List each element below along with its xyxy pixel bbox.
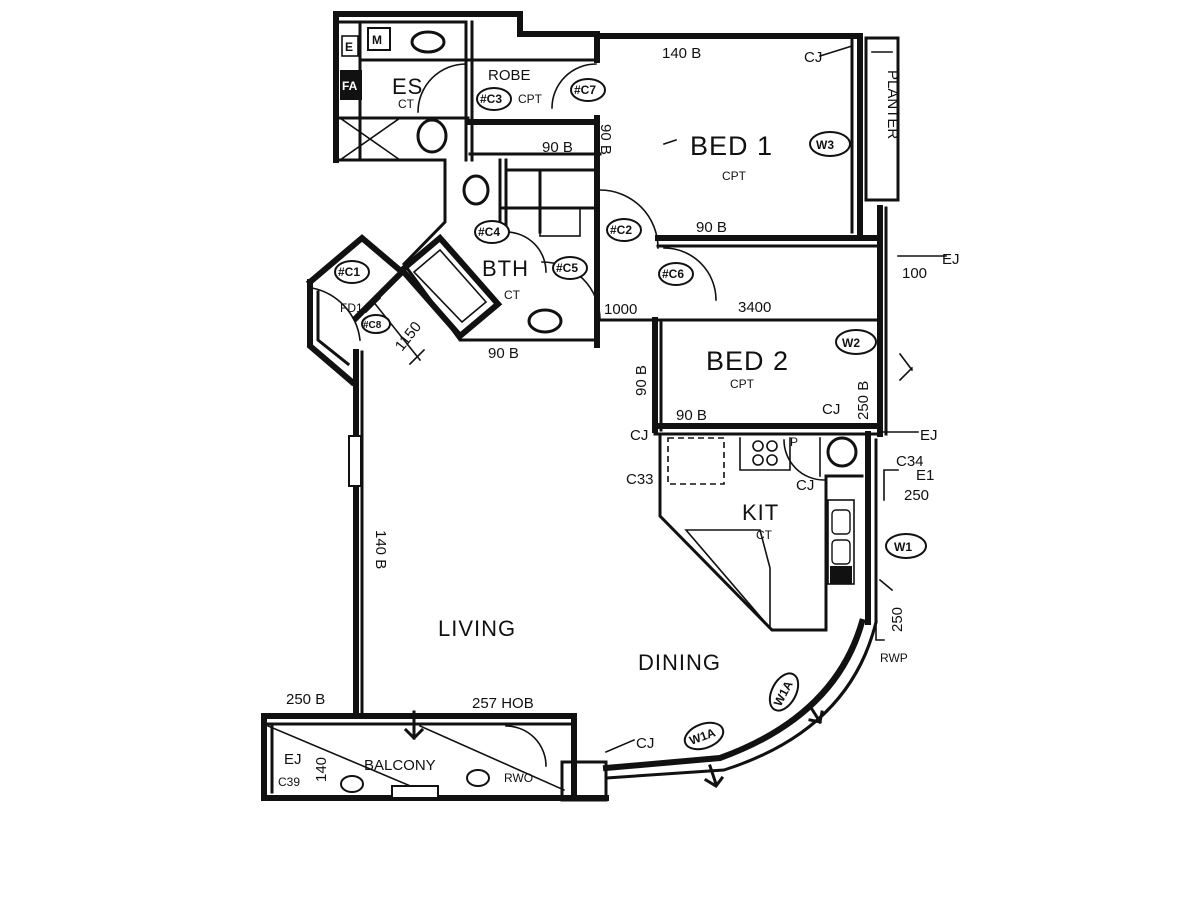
fixture-rwp: RWP xyxy=(880,651,908,665)
dim-right-top: 100 xyxy=(902,265,927,282)
dim-balcony-side: 140 xyxy=(313,757,330,782)
bed1-floor: CPT xyxy=(722,169,747,183)
living-label: LIVING xyxy=(438,616,516,641)
door-tag-c4: #C4 xyxy=(478,225,500,239)
bed2-label: BED 2 xyxy=(706,346,789,376)
dim-bed1-top: 140 B xyxy=(662,45,701,62)
dim-hob: 257 HOB xyxy=(472,695,534,712)
fixture-labels: E M FA FD1 RWP RWO P xyxy=(340,27,908,785)
dim-bath-bottom: 90 B xyxy=(488,345,519,362)
window-tag-w2: W2 xyxy=(842,336,860,350)
code-c39: C39 xyxy=(278,775,300,789)
codes: C33 C34 C39 xyxy=(278,453,924,793)
ej-balcony: EJ xyxy=(284,751,302,768)
dim-bed2-bottom: 90 B xyxy=(676,407,707,424)
fixture-fa: FA xyxy=(342,79,358,93)
dim-bed1-bed2: 90 B xyxy=(696,219,727,236)
dim-robe-wall: 90 B xyxy=(542,139,573,156)
ej-right-top: EJ xyxy=(942,251,960,268)
ensuite-floor: CT xyxy=(398,97,415,111)
dimensions: 140 B 90 B 90 B 90 B 3400 1000 1150 90 B… xyxy=(286,45,929,782)
robe-label: ROBE xyxy=(488,67,531,84)
bed2-floor: CPT xyxy=(730,377,755,391)
balcony-label: BALCONY xyxy=(364,757,436,774)
interior-walls xyxy=(334,20,883,632)
door-swings xyxy=(266,63,825,799)
door-tag-c7: #C7 xyxy=(574,83,596,97)
door-tags: #C3 #C7 #C2 #C4 #C5 #C6 #C1 #C8 xyxy=(334,78,694,334)
kitchen-floor: CT xyxy=(756,528,773,542)
fixture-p: P xyxy=(790,435,798,449)
fixture-fd1: FD1 xyxy=(340,301,363,315)
code-c34: C34 xyxy=(896,453,924,470)
cj-kitchen-left: CJ xyxy=(630,427,648,444)
dim-balcony-left: 250 B xyxy=(286,691,325,708)
cj-dining: CJ xyxy=(636,735,654,752)
door-tag-c8: #C8 xyxy=(363,320,382,331)
dim-kit-right: 250 xyxy=(904,487,929,504)
cj-bed1: CJ xyxy=(804,49,822,66)
bath-floor: CT xyxy=(504,288,521,302)
door-tag-c5: #C5 xyxy=(556,261,578,275)
kitchen-label: KIT xyxy=(742,500,779,525)
leader-lines xyxy=(364,44,947,754)
dim-right-lower: 250 xyxy=(889,607,906,632)
door-tag-c2: #C2 xyxy=(610,223,632,237)
joint-markers: CJ CJ CJ CJ CJ EJ EJ EJ xyxy=(284,49,960,768)
cj-kitchen: CJ xyxy=(796,477,814,494)
window-tag-w3: W3 xyxy=(816,138,834,152)
bath-label: BTH xyxy=(482,256,529,281)
code-c33: C33 xyxy=(626,471,654,488)
dim-bed2-right: 250 B xyxy=(855,381,872,420)
dim-bed2-width: 3400 xyxy=(738,299,771,316)
dim-bed2-side: 90 B xyxy=(633,365,650,396)
fixture-rwo: RWO xyxy=(504,771,533,785)
dining-label: DINING xyxy=(638,650,721,675)
robe-floor: CPT xyxy=(518,92,543,106)
window-tag-e1: E1 xyxy=(916,467,934,484)
ej-right-kitchen: EJ xyxy=(920,427,938,444)
dim-living-left: 140 B xyxy=(372,530,389,569)
fixture-m: M xyxy=(372,33,382,47)
bed1-label: BED 1 xyxy=(690,131,773,161)
dim-bed1-side: 90 B xyxy=(597,124,614,155)
room-labels: BED 1 CPT BED 2 CPT ES CT ROBE CPT BTH C… xyxy=(364,67,901,774)
door-tag-c6: #C6 xyxy=(662,267,684,281)
door-tag-c1: #C1 xyxy=(338,265,360,279)
door-tag-c3: #C3 xyxy=(480,92,502,106)
planter-label: PLANTER xyxy=(884,70,901,139)
dim-passage: 1000 xyxy=(604,301,637,318)
cj-bed2: CJ xyxy=(822,401,840,418)
window-tag-w1: W1 xyxy=(894,540,912,554)
fixture-e: E xyxy=(345,40,353,54)
ensuite-label: ES xyxy=(392,74,423,99)
window-tags: W3 W2 W1 W1A W1A E1 xyxy=(683,131,934,751)
